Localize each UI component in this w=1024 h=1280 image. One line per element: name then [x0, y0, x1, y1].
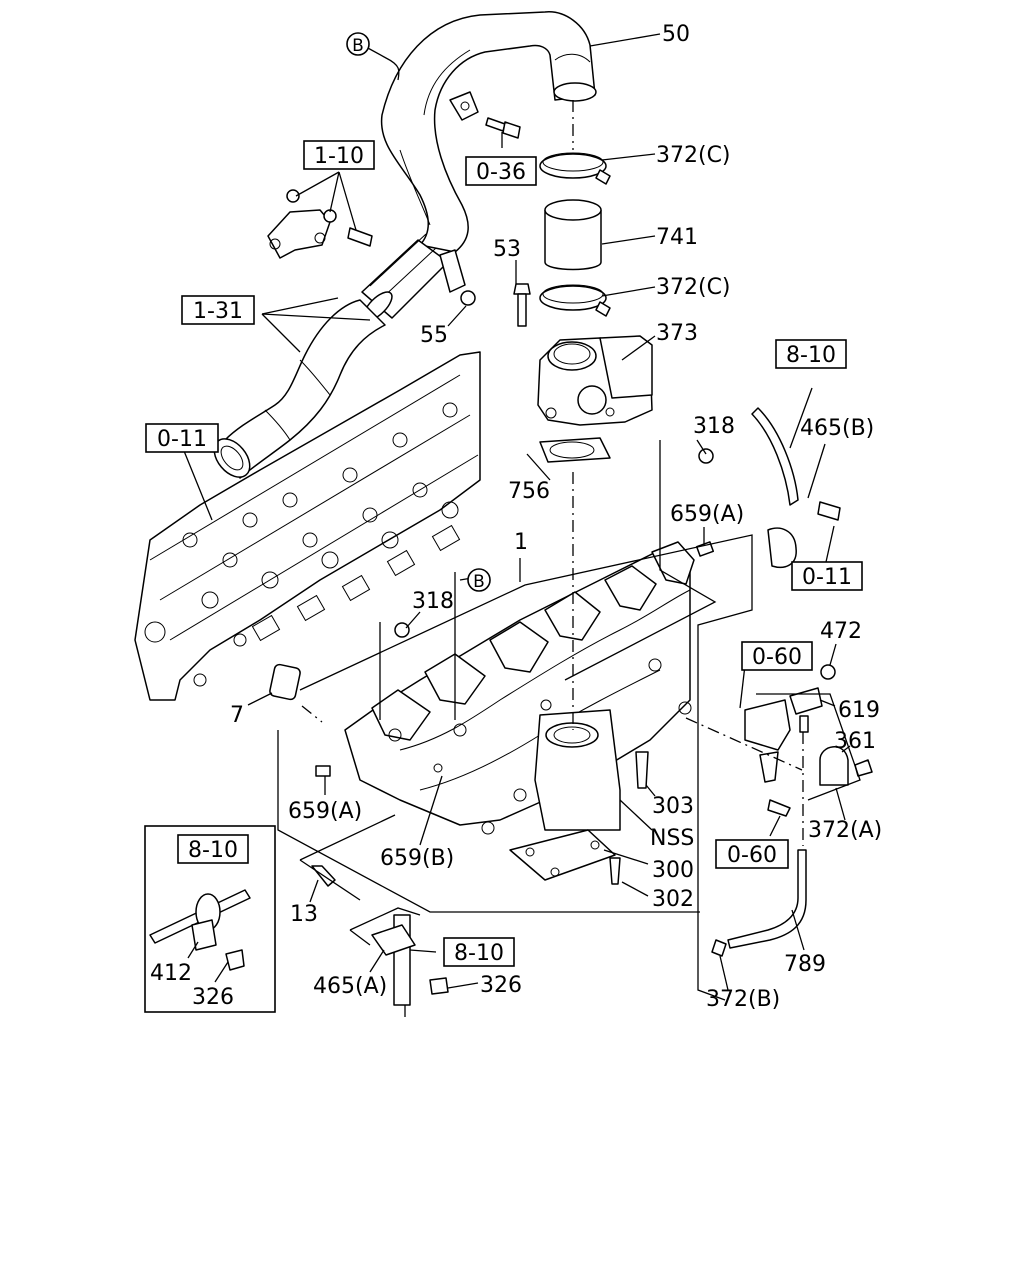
circle-mark-b-mid: B	[467, 568, 491, 592]
svg-text:8-10: 8-10	[786, 343, 836, 368]
bracket-1-10	[267, 189, 373, 259]
part-label-659b: 659(B)	[380, 846, 454, 871]
part-label-741: 741	[656, 225, 698, 250]
intake-hose	[213, 299, 386, 479]
part-label-302: 302	[652, 887, 694, 912]
circle-mark-b-top: B	[346, 32, 370, 56]
ref-0-11-right[interactable]: 0-11	[791, 561, 863, 591]
hose-465a	[371, 914, 449, 1006]
ref-8-10-inset[interactable]: 8-10	[177, 834, 249, 864]
cylinder-head	[134, 351, 481, 701]
assembly-outline-lines	[277, 440, 861, 1001]
bracket-0-60	[744, 699, 791, 783]
part-label-619: 619	[838, 698, 880, 723]
svg-text:0-60: 0-60	[727, 843, 777, 868]
bolt-0-60-lower	[767, 799, 791, 817]
center-axis-lines	[301, 100, 804, 1020]
clip-372a	[819, 746, 873, 786]
part-label-756: 756	[508, 479, 550, 504]
part-label-300: 300	[652, 858, 694, 883]
part-label-318-right: 318	[693, 414, 735, 439]
part-label-361: 361	[834, 729, 876, 754]
part-label-465b: 465(B)	[800, 416, 874, 441]
ref-0-60-upper[interactable]: 0-60	[741, 641, 813, 671]
duct-bracket	[439, 91, 479, 306]
part-label-55: 55	[420, 323, 448, 348]
ref-0-11-left[interactable]: 0-11	[145, 423, 219, 453]
head-bolt-holes	[144, 402, 459, 687]
part-label-659a-right: 659(A)	[670, 502, 744, 527]
part-label-7: 7	[230, 703, 244, 728]
rubber-sleeve-741	[544, 199, 602, 271]
leader-lines	[181, 33, 851, 991]
svg-text:1-31: 1-31	[193, 299, 243, 324]
svg-text:0-11: 0-11	[802, 565, 852, 590]
throttle-body-373	[537, 335, 653, 426]
svg-text:B: B	[352, 36, 364, 56]
studs-and-nuts	[311, 448, 836, 887]
part-label-372c-lower: 372(C)	[656, 275, 731, 300]
part-label-789: 789	[784, 952, 826, 977]
gasket-756	[539, 437, 611, 463]
part-label-372a: 372(A)	[808, 818, 882, 843]
manifold-cover-plate	[509, 829, 616, 881]
ref-0-36[interactable]: 0-36	[465, 156, 537, 186]
ref-8-10-bottom[interactable]: 8-10	[443, 937, 515, 967]
manifold-runners	[371, 541, 695, 741]
part-label-53: 53	[493, 237, 521, 262]
part-label-318-mid: 318	[412, 589, 454, 614]
part-label-303: 303	[652, 794, 694, 819]
part-label-372c-upper: 372(C)	[656, 143, 731, 168]
hose-clamp-upper	[539, 152, 611, 185]
ref-0-60-lower[interactable]: 0-60	[715, 839, 789, 869]
part-label-13: 13	[290, 902, 318, 927]
part-number-labels: 50 372(C) 741 372(C) 53 373 55 318 465(B…	[150, 22, 882, 1012]
svg-text:0-36: 0-36	[476, 160, 526, 185]
bolt-0-36	[485, 117, 521, 139]
svg-text:B: B	[473, 572, 485, 592]
part-label-412: 412	[150, 961, 192, 986]
vacuum-hose-465b	[751, 407, 841, 569]
part-label-372b: 372(B)	[706, 987, 780, 1012]
ref-8-10-top[interactable]: 8-10	[775, 339, 847, 369]
part-label-465a: 465(A)	[313, 974, 387, 999]
part-label-nss: NSS	[650, 826, 694, 851]
part-label-326: 326	[480, 973, 522, 998]
svg-text:8-10: 8-10	[188, 838, 238, 863]
part-label-1: 1	[514, 530, 528, 555]
intake-manifold-1	[344, 541, 695, 835]
intake-ports	[251, 524, 461, 642]
svg-text:0-11: 0-11	[157, 427, 207, 452]
ref-1-31[interactable]: 1-31	[181, 295, 255, 325]
air-duct-pipe	[380, 11, 597, 253]
svg-text:0-60: 0-60	[752, 645, 802, 670]
part-label-50: 50	[662, 22, 690, 47]
part-label-373: 373	[656, 321, 698, 346]
tube-789	[711, 849, 807, 957]
hose-clamp-lower	[539, 284, 611, 317]
bolt-53	[513, 283, 531, 327]
ref-1-10[interactable]: 1-10	[303, 140, 375, 170]
svg-text:1-10: 1-10	[314, 144, 364, 169]
gasket-7	[269, 663, 301, 701]
part-label-326-inset: 326	[192, 985, 234, 1010]
svg-text:8-10: 8-10	[454, 941, 504, 966]
part-label-659a-left: 659(A)	[288, 799, 362, 824]
part-label-472: 472	[820, 619, 862, 644]
